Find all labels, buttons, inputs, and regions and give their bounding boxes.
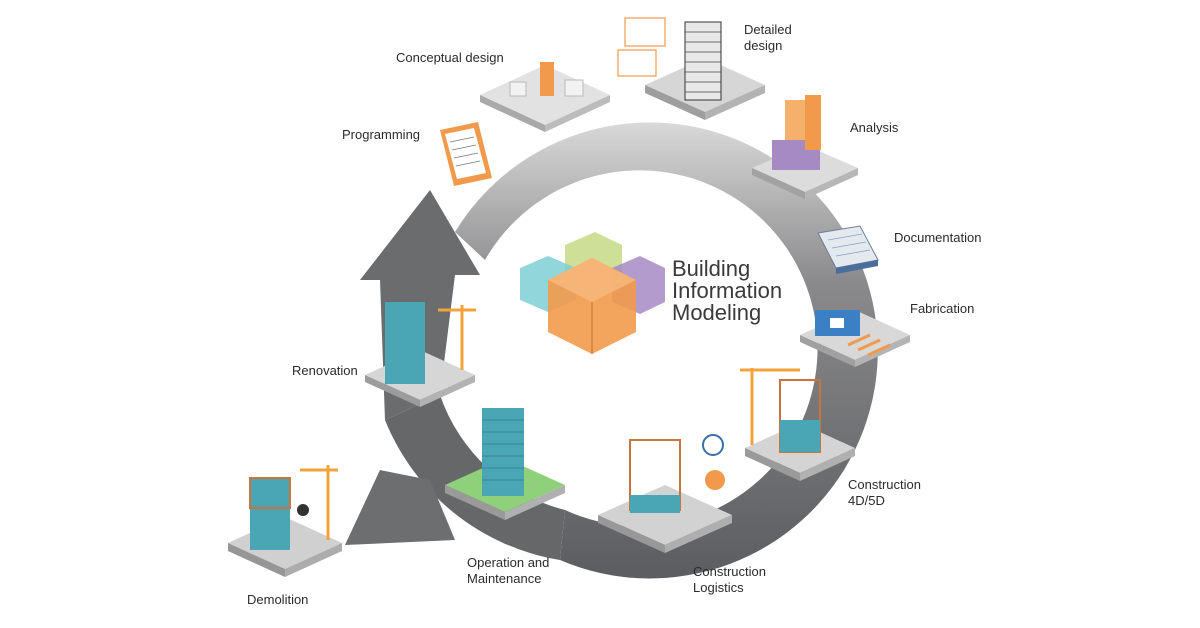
bim-title-line1: Building [672, 256, 751, 281]
documentation-tile [817, 225, 879, 274]
label-operation-maintenance: Operation and Maintenance [467, 555, 550, 586]
label-demolition: Demolition [247, 592, 309, 607]
label-analysis: Analysis [850, 120, 899, 135]
bim-title-line3: Modeling [672, 300, 762, 325]
label-documentation: Documentation [894, 230, 982, 245]
conceptual-design-tile [480, 62, 610, 132]
label-programming: Programming [342, 127, 421, 142]
label-construction-4d5d: Construction 4D/5D [848, 477, 921, 508]
construction-logistics-tile [598, 434, 732, 553]
fabrication-tile [800, 310, 910, 367]
label-construction-logistics: Construction Logistics [693, 564, 766, 595]
bim-title: Building Information Modeling [672, 258, 782, 324]
bim-title-line2: Information [672, 278, 783, 303]
construction-4d5d-tile [740, 368, 855, 481]
analysis-tile [752, 95, 858, 199]
detailed-design-tile [617, 17, 765, 120]
label-fabrication: Fabrication [910, 301, 975, 316]
bim-logo [520, 232, 665, 354]
renovation-tile [365, 302, 476, 407]
demolition-tile [228, 465, 342, 577]
label-detailed-design: Detailed design [744, 22, 792, 53]
label-conceptual-design: Conceptual design [396, 50, 504, 65]
label-renovation: Renovation [292, 363, 358, 378]
operation-maintenance-tile [445, 408, 565, 520]
programming-tile [440, 122, 492, 186]
